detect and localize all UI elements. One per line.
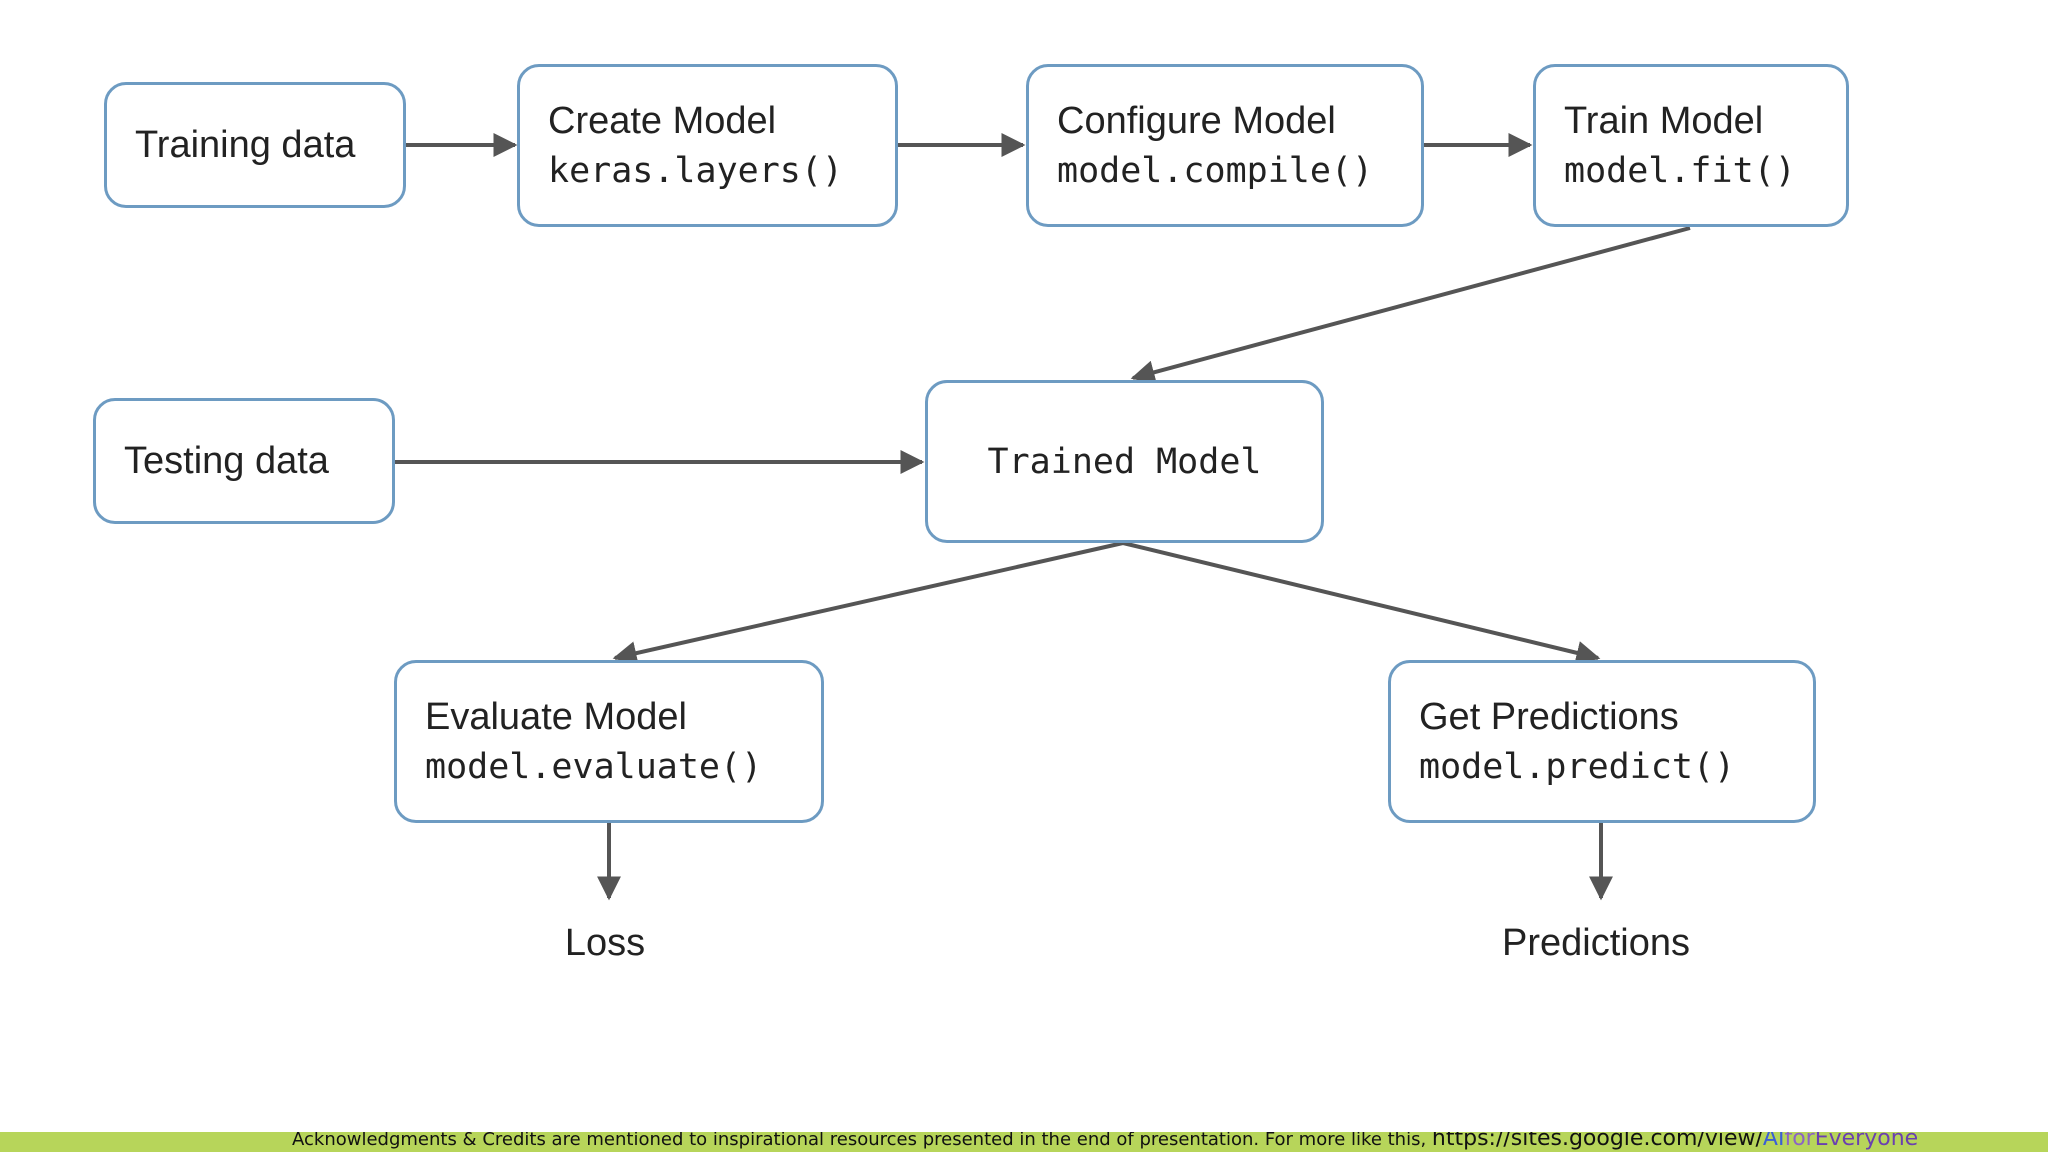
footer-link-ai: AI xyxy=(1762,1132,1785,1151)
node-testing-data: Testing data xyxy=(93,398,395,524)
node-configure-model: Configure Model model.compile() xyxy=(1026,64,1424,227)
footer-link-everyone: Everyone xyxy=(1814,1132,1919,1151)
node-title: Get Predictions xyxy=(1419,695,1679,738)
node-code: model.fit() xyxy=(1564,150,1796,191)
footer-text-line: Acknowledgments & Credits are mentioned … xyxy=(292,1132,1918,1150)
arrow-trained-to-evaluate xyxy=(612,541,1124,665)
node-create-model: Create Model keras.layers() xyxy=(517,64,898,227)
node-code: model.predict() xyxy=(1419,746,1736,787)
arrow-trained-to-predictions xyxy=(1122,541,1601,665)
node-get-predictions: Get Predictions model.predict() xyxy=(1388,660,1816,823)
output-loss-label: Loss xyxy=(564,922,646,964)
node-title: Train Model xyxy=(1564,99,1764,142)
footer-link[interactable]: https://sites.google.com/view/AIforEvery… xyxy=(1432,1132,1918,1151)
node-title: Trained Model xyxy=(987,441,1262,482)
node-title: Training data xyxy=(135,124,356,166)
arrow-train-to-trained xyxy=(1130,226,1691,384)
footer-link-prefix: https://sites.google.com/view/ xyxy=(1431,1132,1763,1151)
output-predictions-label: Predictions xyxy=(1502,922,1690,964)
node-code: keras.layers() xyxy=(548,150,844,191)
node-code: model.evaluate() xyxy=(425,746,763,787)
node-title: Evaluate Model xyxy=(425,695,687,738)
node-train-model: Train Model model.fit() xyxy=(1533,64,1849,227)
node-title: Configure Model xyxy=(1057,99,1336,142)
node-title: Testing data xyxy=(124,440,329,482)
footer-bar: Acknowledgments & Credits are mentioned … xyxy=(0,1132,2048,1152)
node-title: Create Model xyxy=(548,99,777,142)
node-code: model.compile() xyxy=(1057,150,1374,191)
footer-link-for: for xyxy=(1784,1132,1815,1151)
node-evaluate-model: Evaluate Model model.evaluate() xyxy=(394,660,824,823)
node-training-data: Training data xyxy=(104,82,406,208)
footer-credits-text: Acknowledgments & Credits are mentioned … xyxy=(292,1132,1432,1150)
node-trained-model: Trained Model xyxy=(925,380,1324,543)
